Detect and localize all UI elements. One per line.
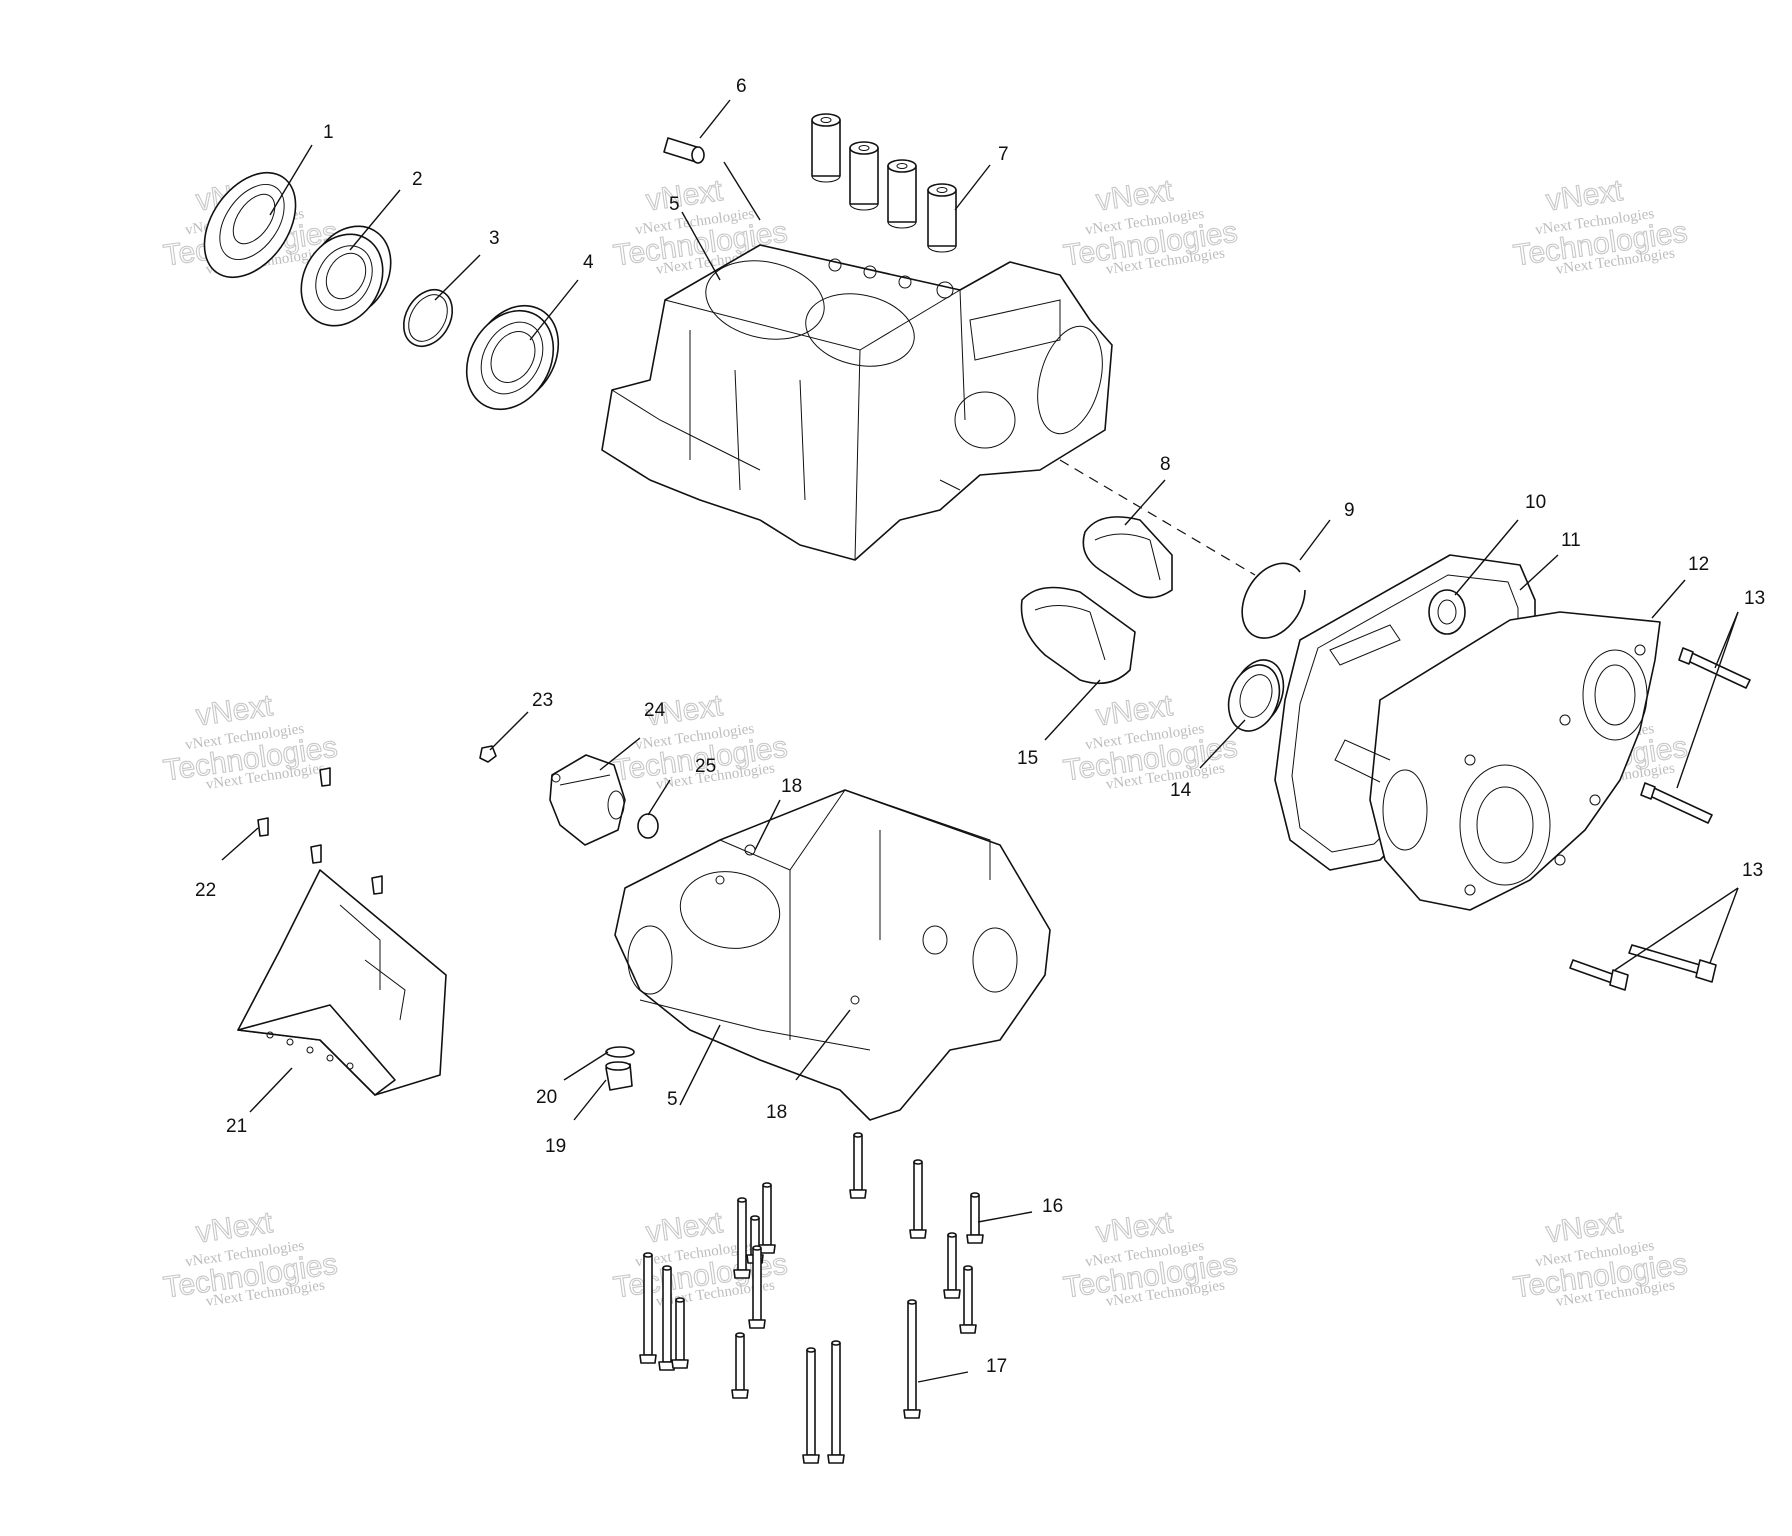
callout-16: 16 xyxy=(1042,1196,1063,1217)
part-12-side-cover xyxy=(1334,611,1661,911)
bolt xyxy=(827,1340,845,1464)
callout-1: 1 xyxy=(323,122,334,143)
callout-5-upper: 5 xyxy=(669,194,680,215)
callout-9: 9 xyxy=(1344,500,1355,521)
callout-21: 21 xyxy=(226,1116,247,1137)
callout-23: 23 xyxy=(532,690,553,711)
callout-17: 17 xyxy=(986,1356,1007,1377)
callout-10: 10 xyxy=(1525,492,1546,513)
bolt xyxy=(748,1245,766,1329)
callout-18-upper: 18 xyxy=(781,776,802,797)
part-9-snap-ring xyxy=(1241,562,1306,639)
callout-20: 20 xyxy=(536,1087,557,1108)
part-23-bolt xyxy=(479,745,497,763)
part-8-bearing-shell xyxy=(1082,516,1173,599)
bolt xyxy=(959,1265,977,1334)
bolt xyxy=(639,1252,657,1364)
part-25-o-ring xyxy=(637,813,659,839)
part-13-screws-upper xyxy=(1640,647,1751,824)
bolt xyxy=(758,1182,776,1254)
part-24-cover xyxy=(549,754,626,846)
callout-6: 6 xyxy=(736,76,747,97)
callout-25: 25 xyxy=(695,756,716,777)
part-3-o-ring xyxy=(402,288,454,348)
callout-7: 7 xyxy=(998,144,1009,165)
callout-19: 19 xyxy=(545,1136,566,1157)
part-1-seal-plate xyxy=(203,171,297,279)
assembly-axis-line xyxy=(1059,459,1256,576)
bolt xyxy=(802,1347,820,1464)
callout-3: 3 xyxy=(489,228,500,249)
bolt xyxy=(909,1159,927,1239)
bolt xyxy=(658,1265,676,1371)
bolt xyxy=(943,1232,961,1299)
callout-22: 22 xyxy=(195,880,216,901)
bolt xyxy=(733,1197,751,1279)
callout-4: 4 xyxy=(583,252,594,273)
part-22-screws xyxy=(257,767,383,895)
part-19-plug xyxy=(605,1061,633,1091)
callout-24: 24 xyxy=(644,700,666,721)
bolt xyxy=(671,1297,689,1369)
callout-18-lower: 18 xyxy=(766,1102,787,1123)
part-6-dowel-pin xyxy=(663,137,705,164)
bolt xyxy=(903,1299,921,1419)
bolt xyxy=(731,1332,749,1399)
part-5-upper-crankcase xyxy=(601,244,1113,561)
callout-13-lower: 13 xyxy=(1742,860,1763,881)
callout-labels: 1 2 3 4 5 5 6 7 8 9 10 11 12 13 13 14 15… xyxy=(195,76,1765,1377)
bolt xyxy=(849,1132,867,1199)
callout-11: 11 xyxy=(1561,530,1581,551)
part-13-bolts-lower xyxy=(1569,944,1717,991)
callout-5-lower: 5 xyxy=(667,1089,678,1110)
part-10-seal xyxy=(1428,589,1466,635)
part-7-bushings xyxy=(811,113,957,253)
part-20-washer xyxy=(605,1046,635,1058)
part-4-oil-seal xyxy=(465,304,560,411)
callout-13-upper: 13 xyxy=(1744,588,1765,609)
callout-14: 14 xyxy=(1170,780,1192,801)
part-2-bearing xyxy=(300,225,392,327)
part-15-bearing-shell xyxy=(1020,586,1136,685)
callout-15: 15 xyxy=(1017,748,1038,769)
part-14-oil-seal xyxy=(1227,659,1285,732)
callout-12: 12 xyxy=(1688,554,1709,575)
part-21-baffle-plate xyxy=(237,869,447,1096)
bolt xyxy=(966,1192,984,1244)
callout-2: 2 xyxy=(412,169,423,190)
part-5-lower-crankcase xyxy=(614,789,1051,1121)
part-16-17-bolts xyxy=(639,1132,984,1464)
leader-lines xyxy=(221,99,1739,1383)
callout-8: 8 xyxy=(1160,454,1171,475)
